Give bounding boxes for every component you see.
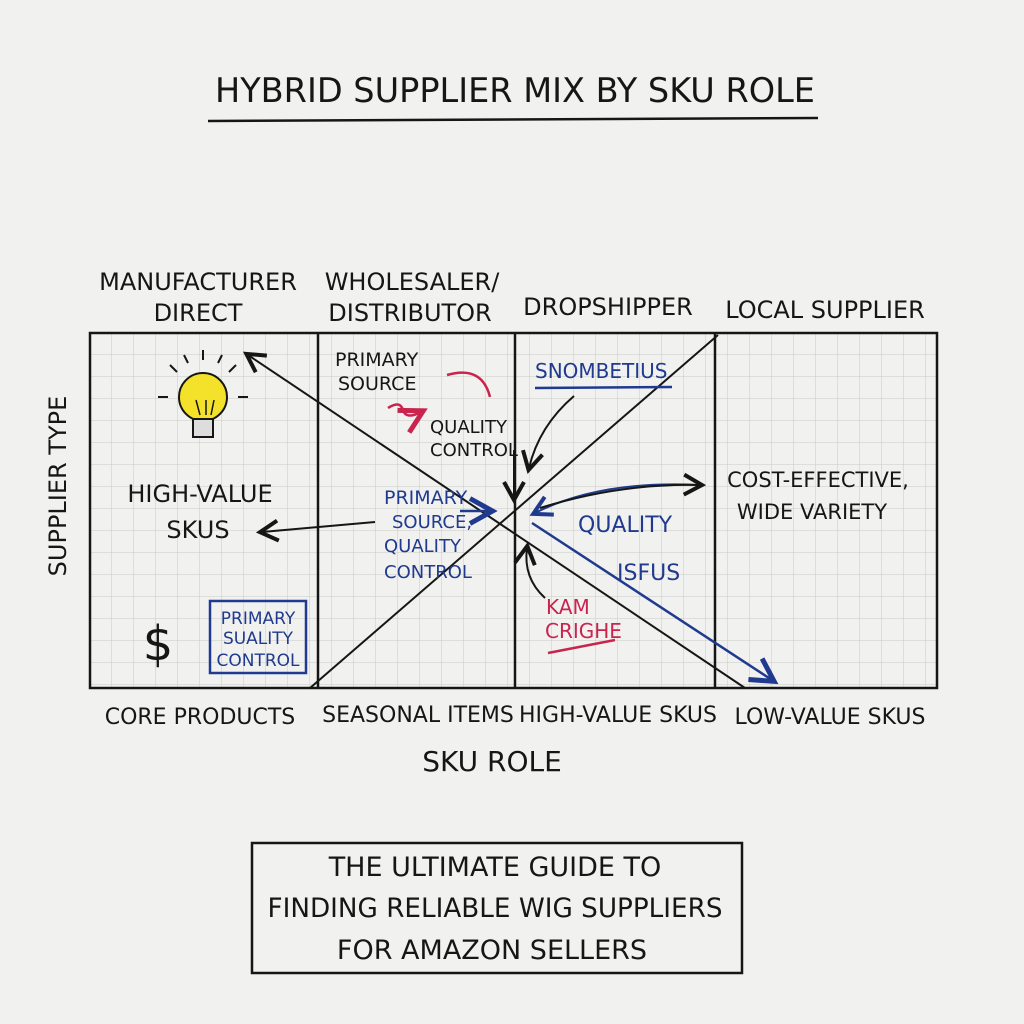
primary-source-blue: CONTROL <box>384 562 472 583</box>
quality-control-label: CONTROL <box>430 440 518 461</box>
red-note: KAM <box>546 595 590 619</box>
light-bulb-icon <box>158 350 248 438</box>
quality-control-label: QUALITY <box>430 417 508 438</box>
red-curve <box>446 371 492 398</box>
snombetius-underline <box>534 385 673 390</box>
primary-source-blue: QUALITY <box>384 536 462 557</box>
x-axis-label: SKU ROLE <box>422 745 562 778</box>
column-header-dropshipper: DROPSHIPPER <box>523 293 693 321</box>
footer-line: THE ULTIMATE GUIDE TO <box>328 852 662 883</box>
primary-source-blue: PRIMARY <box>384 487 468 509</box>
column-footer-high-value: HIGH-VALUE SKUS <box>519 703 717 728</box>
high-value-label-2: SKUS <box>166 516 229 544</box>
boxed-note-line: SUALITY <box>223 629 294 649</box>
red-squiggle-arrow <box>387 403 421 415</box>
title-underline <box>207 116 819 123</box>
column-header-wholesaler: WHOLESALER/ <box>325 268 501 296</box>
red-underline <box>547 638 616 655</box>
red-note: CRIGHE <box>545 619 622 643</box>
y-axis-label: SUPPLIER TYPE <box>44 396 72 577</box>
column-footer-low-value: LOW-VALUE SKUS <box>734 705 925 730</box>
primary-source-label: PRIMARY <box>335 349 419 371</box>
grid-area <box>88 331 939 690</box>
boxed-note <box>208 599 308 675</box>
primary-source-label: SOURCE <box>338 373 416 395</box>
curved-arrow-down <box>529 395 575 468</box>
column-header-manufacturer: MANUFACTURER <box>99 268 297 296</box>
blue-arrow-low-value <box>531 521 772 680</box>
boxed-note-line: CONTROL <box>216 651 300 671</box>
arrow-to-high-value <box>262 522 376 532</box>
isfus-label: ISFUS <box>617 561 680 586</box>
quality-label: QUALITY <box>578 513 673 538</box>
column-header-manufacturer-2: DIRECT <box>154 299 243 327</box>
snombetius-label: SNOMBETIUS <box>535 359 667 383</box>
boxed-note-line: PRIMARY <box>221 609 296 629</box>
curved-arrow-up <box>526 548 546 599</box>
dollar-sign-icon: $ <box>143 616 174 672</box>
diagonal-line <box>309 334 719 689</box>
cost-effective-label: WIDE VARIETY <box>737 500 887 524</box>
arrow-to-cost-effective <box>539 485 700 509</box>
primary-source-blue: SOURCE, <box>392 512 472 533</box>
column-header-local-supplier: LOCAL SUPPLIER <box>725 296 925 324</box>
footer-line: FINDING RELIABLE WIG SUPPLIERS <box>268 893 723 924</box>
column-footer-core: CORE PRODUCTS <box>105 705 296 730</box>
diagram-title: HYBRID SUPPLIER MIX BY SKU ROLE <box>215 71 815 111</box>
cost-effective-label: COST-EFFECTIVE, <box>727 468 909 492</box>
footer-box <box>250 841 744 975</box>
high-value-label: HIGH-VALUE <box>127 480 272 508</box>
column-header-wholesaler-2: DISTRIBUTOR <box>328 299 491 327</box>
footer-line: FOR AMAZON SELLERS <box>337 935 647 966</box>
column-footer-seasonal: SEASONAL ITEMS <box>322 703 514 728</box>
